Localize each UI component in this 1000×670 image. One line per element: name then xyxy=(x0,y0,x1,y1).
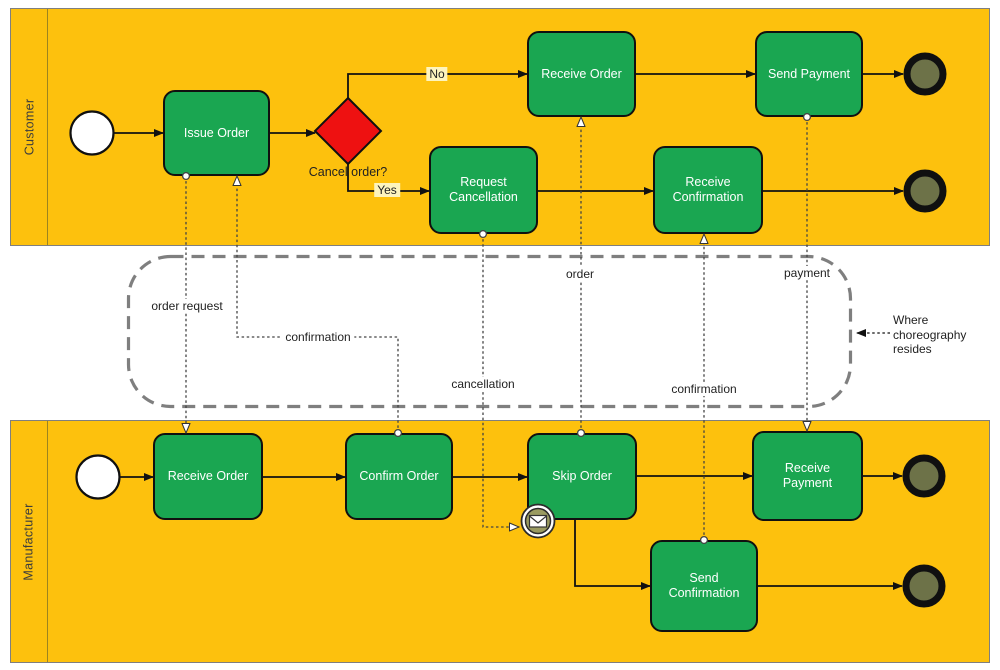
gateway-no-label: No xyxy=(426,67,448,81)
message-label-payment: payment xyxy=(779,266,835,280)
task-label: Send Confirmation xyxy=(668,571,740,600)
message-label-confirmation-bottom: confirmation xyxy=(667,382,741,396)
lane-header-customer: Customer xyxy=(11,9,48,245)
task-label: Issue Order xyxy=(183,125,250,140)
message-label-order: order xyxy=(561,267,599,281)
task-label: Receive Order xyxy=(541,66,622,81)
task-label: Confirm Order xyxy=(359,469,439,483)
gateway-question-label: Cancel order? xyxy=(308,165,388,179)
task-receive-payment: Receive Payment xyxy=(752,431,863,521)
message-label-cancellation: cancellation xyxy=(447,377,519,391)
task-receive-confirmation: Receive Confirmation xyxy=(653,146,763,234)
task-label: Receive Order xyxy=(167,469,249,483)
message-label-confirmation-top: confirmation xyxy=(281,330,355,344)
choreography-annotation: Where choreography resides xyxy=(893,313,967,356)
task-issue-order: Issue Order xyxy=(163,90,270,176)
task-label: Receive Payment xyxy=(782,461,833,490)
task-label: Skip Order xyxy=(552,469,612,483)
task-skip-order: Skip Order xyxy=(527,433,637,520)
task-send-confirmation: Send Confirmation xyxy=(650,540,758,632)
task-receive-order-customer: Receive Order xyxy=(527,31,636,117)
lane-label-manufacturer: Manufacturer xyxy=(22,502,36,581)
task-label: Request Cancellation xyxy=(449,175,518,204)
task-request-cancellation: Request Cancellation xyxy=(429,146,538,234)
lane-label-customer: Customer xyxy=(22,98,36,156)
task-label: Receive Confirmation xyxy=(672,175,744,204)
task-receive-order-manufacturer: Receive Order xyxy=(153,433,263,520)
task-send-payment: Send Payment xyxy=(755,31,863,117)
lane-header-manufacturer: Manufacturer xyxy=(11,421,48,662)
task-confirm-order: Confirm Order xyxy=(345,433,453,520)
gateway-yes-label: Yes xyxy=(374,183,400,197)
task-label: Send Payment xyxy=(768,66,850,81)
message-label-order-request: order request xyxy=(147,299,227,313)
